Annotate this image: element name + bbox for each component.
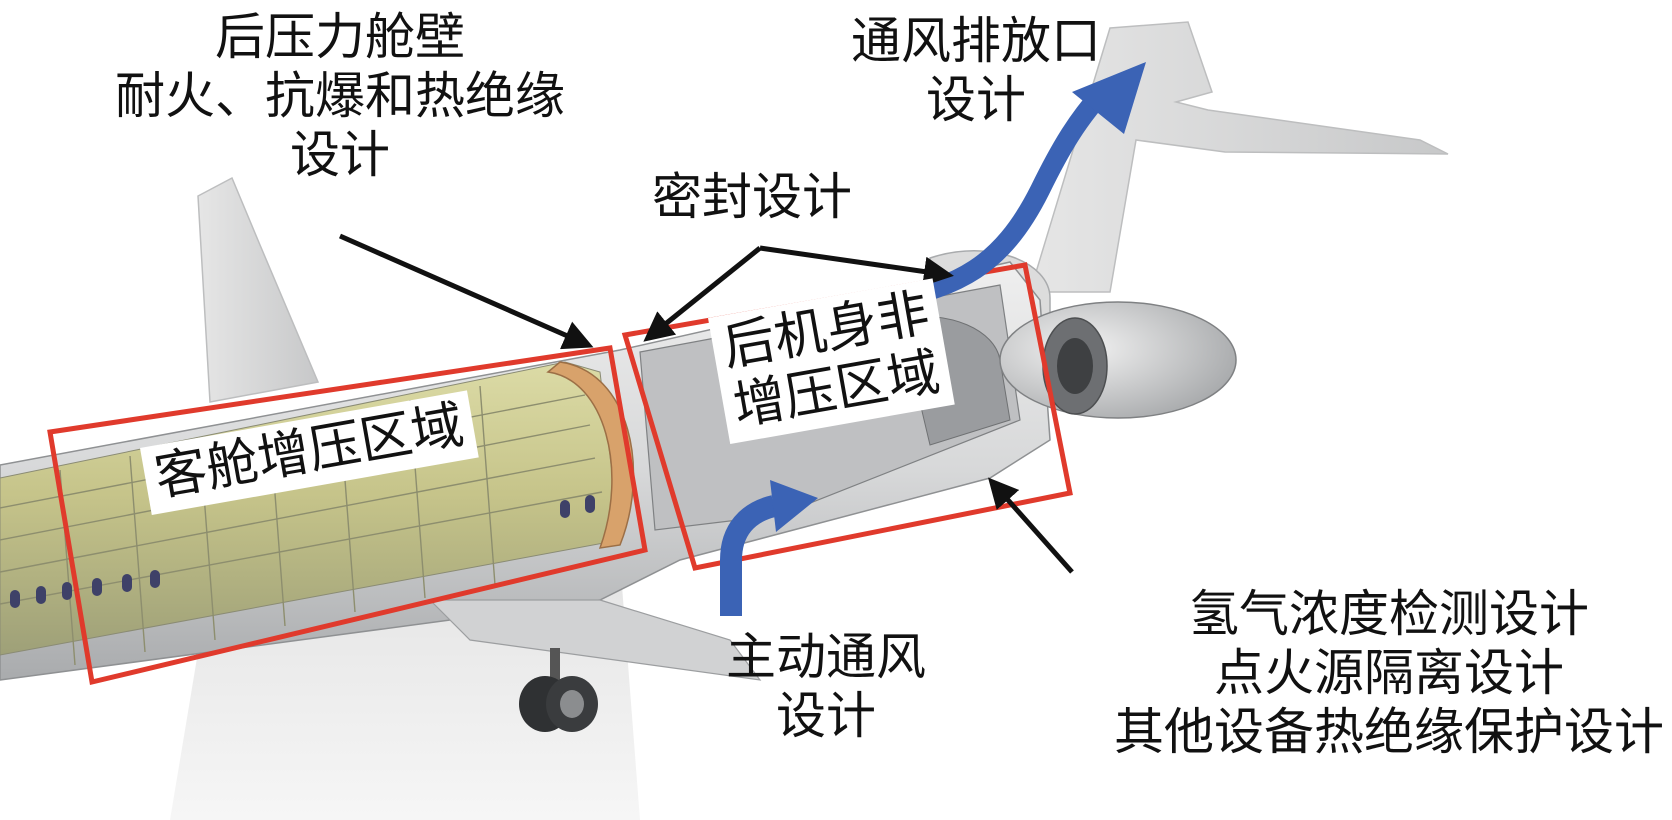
seal-pointer-arrow-left xyxy=(643,246,762,342)
active-ventilation-label: 主动通风 设计 xyxy=(726,628,926,746)
rear-bulkhead-line1: 后压力舱壁 xyxy=(215,8,465,66)
left-wing-fin xyxy=(197,176,320,403)
active-ventilation-airflow-arrow xyxy=(720,495,777,616)
lower-wing xyxy=(428,599,762,681)
vent-outlet-line1: 通风排放口 xyxy=(851,12,1101,70)
active-ventilation-line1: 主动通风 xyxy=(726,628,926,686)
safety-designs-line3: 其他设备热绝缘保护设计 xyxy=(1114,703,1664,761)
rear-engine-core xyxy=(1057,338,1093,394)
fuselage-windows xyxy=(10,495,595,608)
rear-bulkhead-label: 后压力舱壁 耐火、抗爆和热绝缘 设计 xyxy=(115,8,565,185)
bulkhead-pointer-arrow xyxy=(338,233,594,350)
safety-designs-line2: 点火源隔离设计 xyxy=(1214,644,1564,702)
seal-pointer-arrow-right xyxy=(759,245,954,287)
sealing-label: 密封设计 xyxy=(652,168,852,227)
vent-outlet-line2: 设计 xyxy=(926,71,1026,129)
safety-designs-label: 氢气浓度检测设计 点火源隔离设计 其他设备热绝缘保护设计 xyxy=(1114,585,1664,762)
active-ventilation-arrowhead xyxy=(770,480,818,532)
cabin-ring-frame xyxy=(546,361,635,549)
safety-pointer-arrow xyxy=(988,477,1074,574)
rear-bulkhead-line2: 耐火、抗爆和热绝缘 xyxy=(115,67,565,125)
cabin-pressurized-zone-outline xyxy=(47,345,648,686)
vent-outlet-arrowhead xyxy=(1072,62,1146,134)
vent-outlet-airflow-arrow xyxy=(892,88,1108,310)
vent-outlet-label: 通风排放口 设计 xyxy=(851,12,1101,130)
active-ventilation-line2: 设计 xyxy=(776,687,876,745)
rear-bulkhead-line3: 设计 xyxy=(290,126,390,184)
safety-designs-line1: 氢气浓度检测设计 xyxy=(1189,585,1589,643)
landing-gear xyxy=(519,648,598,732)
sealing-line1: 密封设计 xyxy=(652,168,852,226)
